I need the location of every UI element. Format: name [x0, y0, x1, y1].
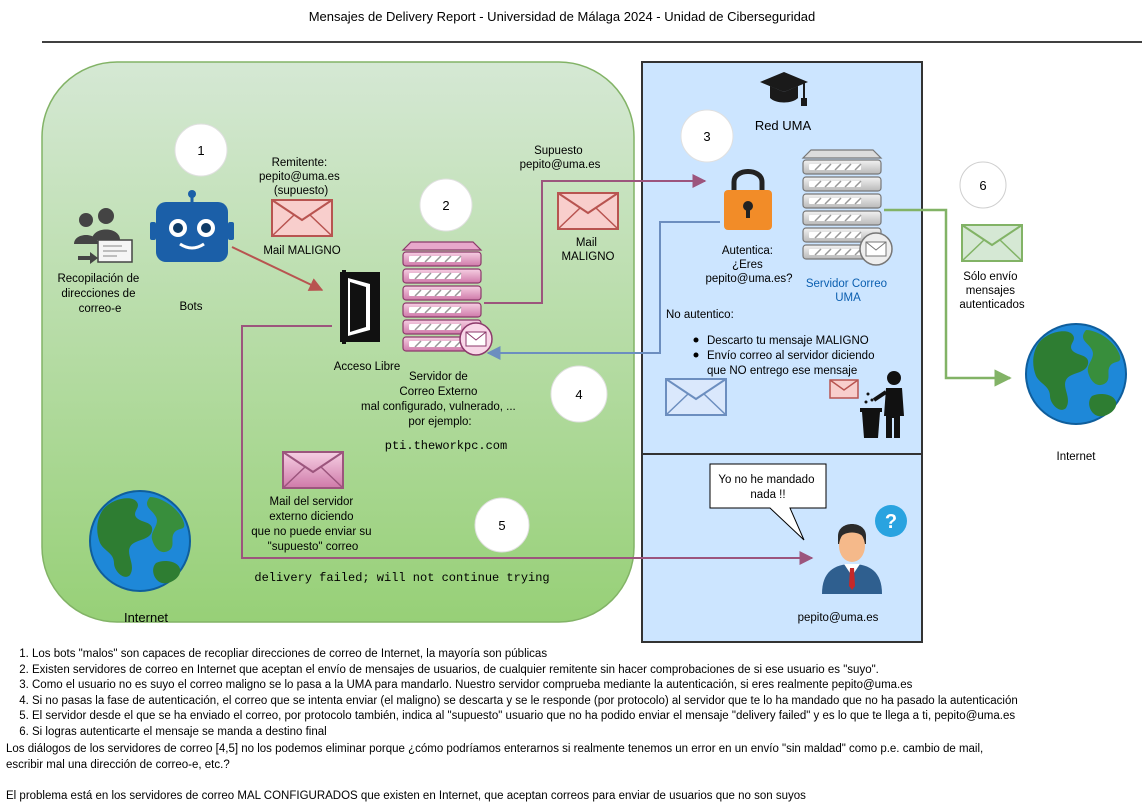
speech-bubble [709, 463, 827, 541]
envelope-icon [557, 192, 619, 230]
only-authenticated-label: Sólo envío mensajes autenticados [959, 271, 1024, 311]
envelope-icon [961, 224, 1023, 262]
uma-server-label: Servidor Correo UMA [806, 278, 890, 304]
supposed-sender: Supuesto pepito@uma.es [520, 145, 601, 171]
failure-mail-label: Mail del servidor externo diciendo que n… [251, 496, 374, 553]
svg-text:5: 5 [498, 518, 505, 533]
internet-zone-label: Internet [124, 610, 168, 625]
door-icon [340, 270, 380, 344]
speech-bubble-text: Yo no he mandado nada !! [718, 474, 817, 501]
graduation-cap-icon [760, 72, 808, 106]
step-3: 3 [680, 109, 734, 163]
malign-mail-label-1: Mail MALIGNO [263, 245, 340, 257]
note-item: Como el usuario no es suyo el correo mal… [32, 678, 1018, 694]
address-collection-label: Recopilación de direcciones de correo-e [57, 273, 142, 315]
globe-icon [89, 490, 191, 592]
sender-note: Remitente: pepito@uma.es (supuesto) [259, 157, 343, 197]
question-icon: ? [875, 505, 907, 537]
no-auth-heading: No autentico: [666, 309, 734, 321]
arrow-uma-to-internet [884, 208, 1012, 387]
step-4: 4 [550, 365, 608, 423]
server-mail-icon [859, 232, 893, 266]
arrow-uma-reject [486, 221, 720, 360]
envelope-icon [282, 451, 344, 489]
step-5: 5 [474, 497, 530, 553]
arrow-server-to-uma [484, 174, 707, 304]
uma-zone [641, 61, 923, 643]
envelope-icon [271, 199, 333, 237]
arrow-bots-to-server [231, 246, 324, 291]
external-server-label: Servidor de Correo Externo mal configura… [361, 371, 519, 428]
svg-text:1: 1 [197, 143, 204, 158]
malign-mail-label-2: Mail MALIGNO [561, 237, 614, 263]
contacts-icon [74, 208, 133, 264]
svg-text:3: 3 [703, 129, 710, 144]
paragraph-line: Los diálogos de los servidores de correo… [6, 743, 984, 755]
svg-text:6: 6 [979, 178, 986, 193]
authenticate-label: Autentica: ¿Eres pepito@uma.es? [705, 245, 792, 285]
bullet-dot [693, 337, 699, 343]
note-item: Si logras autenticarte el mensaje se man… [32, 725, 1018, 741]
paragraph-problem: El problema está en los servidores de co… [6, 790, 806, 802]
step-1: 1 [174, 123, 228, 177]
step-2: 2 [419, 178, 473, 232]
note-item: Los bots "malos" son capaces de recoplia… [32, 647, 1018, 663]
server-icon [801, 149, 883, 260]
arrow-failure-to-user [241, 325, 814, 565]
note-item: El servidor desde el que se ha enviado e… [32, 709, 1018, 725]
bots-label: Bots [179, 301, 202, 313]
uma-zone-label: Red UMA [755, 118, 812, 133]
svg-text:2: 2 [442, 198, 449, 213]
paragraph-dialogs: Los diálogos de los servidores de correo… [6, 742, 983, 773]
no-auth-bullets: Descarto tu mensaje MALIGNO Envío correo… [707, 335, 878, 377]
svg-text:4: 4 [575, 387, 582, 402]
server-icon [401, 241, 483, 352]
page-title: Mensajes de Delivery Report - Universida… [309, 9, 816, 24]
notes-list: Los bots "malos" son capaces de recoplia… [4, 647, 1018, 740]
trash-icon [860, 371, 904, 438]
internet-right-label: Internet [1057, 451, 1097, 463]
server-mail-icon [459, 322, 493, 356]
note-item: Existen servidores de correo en Internet… [32, 663, 1018, 679]
external-server-host: pti.theworkpc.com [385, 439, 507, 453]
small-envelope-icon [829, 379, 859, 399]
paragraph-line: escribir mal una dirección de correo-e, … [6, 758, 230, 771]
globe-icon [1025, 323, 1127, 425]
delivery-failed-text: delivery failed; will not continue tryin… [254, 571, 549, 585]
svg-text:?: ? [885, 511, 897, 533]
note-item: Si no pasas la fase de autenticación, el… [32, 694, 1018, 710]
user-icon [822, 524, 882, 594]
robot-icon [150, 190, 234, 262]
envelope-icon [665, 378, 727, 416]
open-access-label: Acceso Libre [334, 361, 400, 373]
lock-icon [724, 169, 772, 230]
user-label: pepito@uma.es [798, 612, 879, 624]
step-6: 6 [959, 161, 1007, 209]
bullet-dot [693, 352, 699, 358]
